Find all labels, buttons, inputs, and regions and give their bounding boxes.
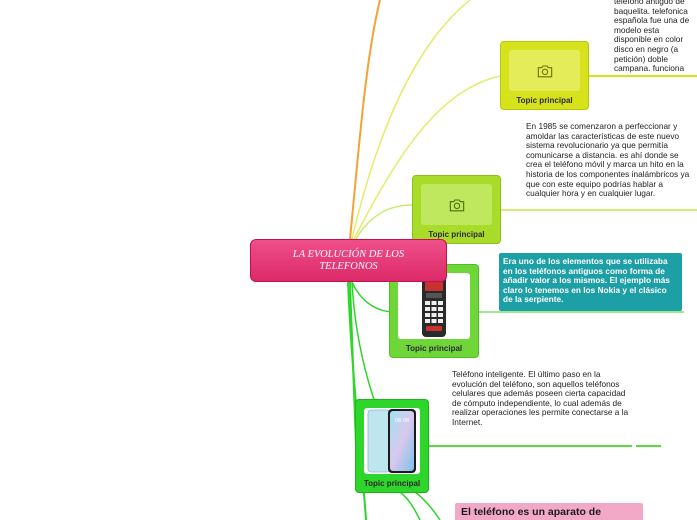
smartphone-image: 08:08 — [364, 408, 420, 474]
feature-phone-image — [398, 273, 470, 339]
camera-icon — [537, 64, 552, 77]
topic-label: Topic principal — [516, 96, 573, 105]
camera-icon — [449, 198, 464, 211]
topic-label: Topic principal — [405, 344, 463, 353]
phone-clock: 08:08 — [395, 418, 409, 424]
note-nokia: Era uno de los elementos que se utilizab… — [499, 253, 682, 311]
central-topic[interactable]: LA EVOLUCIÓN DE LOS TELEFONOS — [250, 239, 447, 282]
note-telefono: El teléfono es un aparato de — [455, 503, 643, 520]
topic-node-1[interactable]: Topic principal — [500, 41, 589, 110]
central-topic-title: LA EVOLUCIÓN DE LOS TELEFONOS — [292, 248, 405, 272]
topic-node-2[interactable]: Topic principal — [412, 175, 501, 244]
image-placeholder — [509, 50, 580, 91]
topic-label: Topic principal — [363, 479, 421, 488]
note-smartphone: Teléfono inteligente. El último paso en … — [452, 369, 629, 427]
topic-node-4[interactable]: 08:08 Topic principal — [355, 399, 429, 493]
feature-phone-icon — [422, 275, 446, 337]
smartphone-icon: 08:08 — [367, 409, 416, 473]
topic-label: Topic principal — [428, 230, 485, 239]
note-baquelita: teléfono antiguo de baquelita. telefonic… — [614, 0, 690, 73]
note-1985: En 1985 se comenzaron a perfeccionar y a… — [526, 121, 690, 199]
image-placeholder — [421, 184, 492, 225]
